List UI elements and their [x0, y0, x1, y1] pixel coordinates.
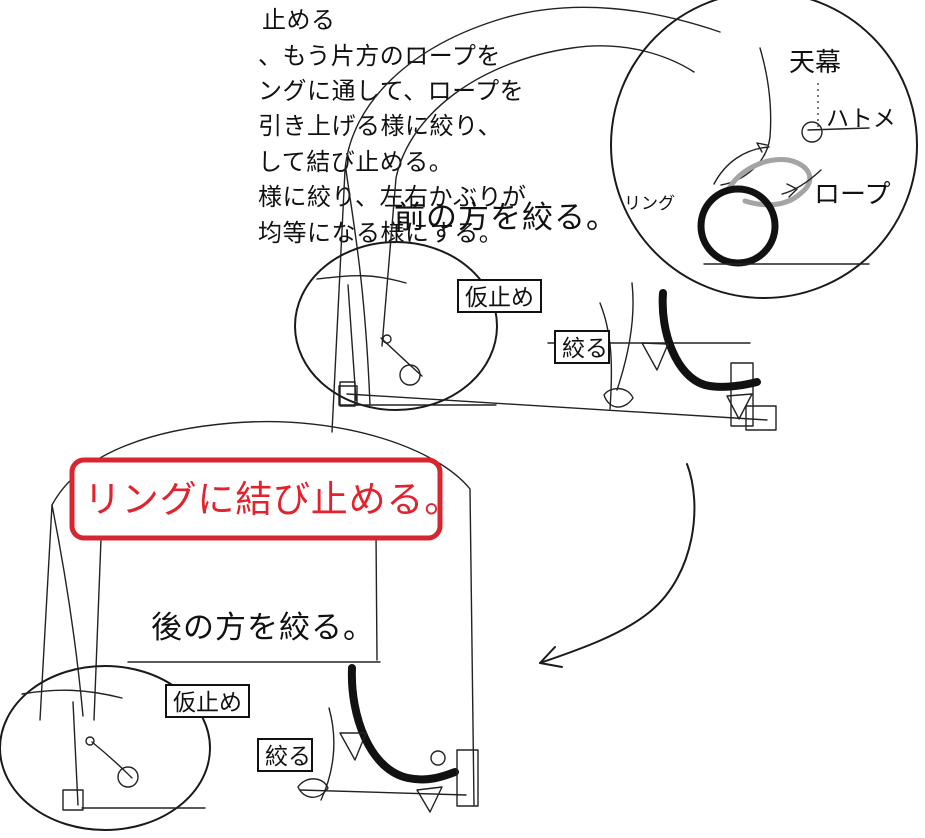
- grommet-label: ハトメ: [826, 106, 896, 132]
- rear-right-leg: [456, 749, 479, 807]
- detail-ring: [697, 185, 779, 267]
- front-temporary-stop-inset: [294, 241, 498, 411]
- downward-curved-arrow: [539, 463, 696, 664]
- front-right-foot: [745, 405, 777, 431]
- rear-inset-grommet: [85, 736, 95, 746]
- front-left-foot: [339, 381, 356, 407]
- front-tighten-arrow: [641, 342, 669, 371]
- rear-small-ring: [430, 750, 446, 766]
- instruction-line-4: 引き上げる様に絞り、: [258, 112, 502, 140]
- front-temporary-stop-label: 仮止め: [465, 285, 534, 311]
- detail-gray-rope-loop: [742, 157, 813, 208]
- rear-callout-text: リングに結び止める。: [84, 478, 462, 521]
- rear-tighten-label: 絞る: [265, 744, 311, 770]
- front-tent-illustration: [331, 6, 777, 433]
- detail-arrow-head-left: [756, 142, 768, 153]
- ring-detail-circle: [610, 0, 918, 299]
- instruction-line-3: ングに通して、ロープを: [258, 77, 524, 105]
- detail-rope-arrow-right: [781, 169, 822, 195]
- detail-grommet-ring: [801, 121, 823, 143]
- ring-detail-callout: 天幕 ハトメ リング ロープ: [610, 0, 918, 299]
- front-rope: [658, 289, 761, 391]
- front-corner-arrow: [726, 393, 753, 420]
- rear-labels: リングに結び止める。 後の方を絞る。 仮止め 絞る: [69, 457, 462, 772]
- front-tighten-label: 絞る: [562, 336, 608, 362]
- instruction-line-1: 止める: [262, 6, 336, 34]
- rear-temporary-stop-inset: [0, 665, 211, 831]
- canopy-label: 天幕: [789, 48, 841, 78]
- rear-inset-ring: [117, 766, 139, 788]
- front-inner-canopy: [381, 45, 695, 347]
- rear-inset-rope: [91, 741, 133, 779]
- instructions-text: 止める 、もう片方のロープを ングに通して、ロープを 引き上げる様に絞り、 して…: [258, 6, 527, 247]
- front-bottom-rail: [346, 393, 768, 421]
- transition-arrow: [539, 463, 696, 668]
- rear-inset-foot: [62, 789, 84, 811]
- rear-temporary-stop-label: 仮止め: [173, 690, 242, 716]
- rear-corner-arrow: [416, 786, 443, 813]
- instruction-line-5: して結び止める。: [258, 148, 453, 176]
- front-inset-canopy-top: [316, 275, 407, 284]
- detail-arrow-head-right: [786, 183, 798, 198]
- front-labels: 仮止め 絞る 前の方を絞る。: [394, 200, 618, 364]
- detail-canopy-line: [807, 127, 870, 131]
- rear-rope: [347, 664, 459, 784]
- detail-gray-rope-top: [725, 157, 791, 193]
- rear-inset-post: [72, 701, 79, 806]
- instruction-line-6: 様に絞り、左右かぶりが: [258, 183, 527, 211]
- front-caption: 前の方を絞る。: [394, 200, 618, 236]
- instruction-line-2: 、もう片方のロープを: [258, 42, 501, 70]
- front-left-fold: [345, 169, 371, 406]
- front-inset-grommet: [382, 334, 392, 344]
- detail-canopy-edge: [720, 47, 772, 186]
- front-foot-wrap: [603, 387, 634, 408]
- rear-caption: 後の方を絞る。: [151, 610, 375, 646]
- rear-tighten-box: [257, 738, 313, 772]
- rope-label: ロープ: [814, 180, 890, 210]
- front-tighten-box: [554, 330, 610, 364]
- front-inset-circle: [294, 241, 498, 411]
- detail-rope-arrow-left: [713, 146, 770, 185]
- front-left-canopy-edge: [599, 302, 613, 410]
- arrow-head: [539, 646, 563, 668]
- rear-tighten-arrow: [339, 732, 367, 761]
- rear-left-fold: [51, 504, 84, 717]
- rear-inset-circle: [0, 665, 211, 831]
- rear-callout-box: [69, 457, 443, 541]
- ring-label: リング: [624, 194, 675, 214]
- rear-foot-wrap: [297, 778, 329, 798]
- front-inset-ring: [399, 364, 421, 386]
- front-outer-canopy: [331, 6, 721, 433]
- rear-temporary-stop-box: [165, 684, 250, 718]
- front-right-canopy-edge: [616, 282, 634, 391]
- front-temporary-stop-box: [457, 279, 542, 313]
- front-inset-post: [347, 284, 357, 401]
- rear-inset-canopy-top: [21, 689, 123, 699]
